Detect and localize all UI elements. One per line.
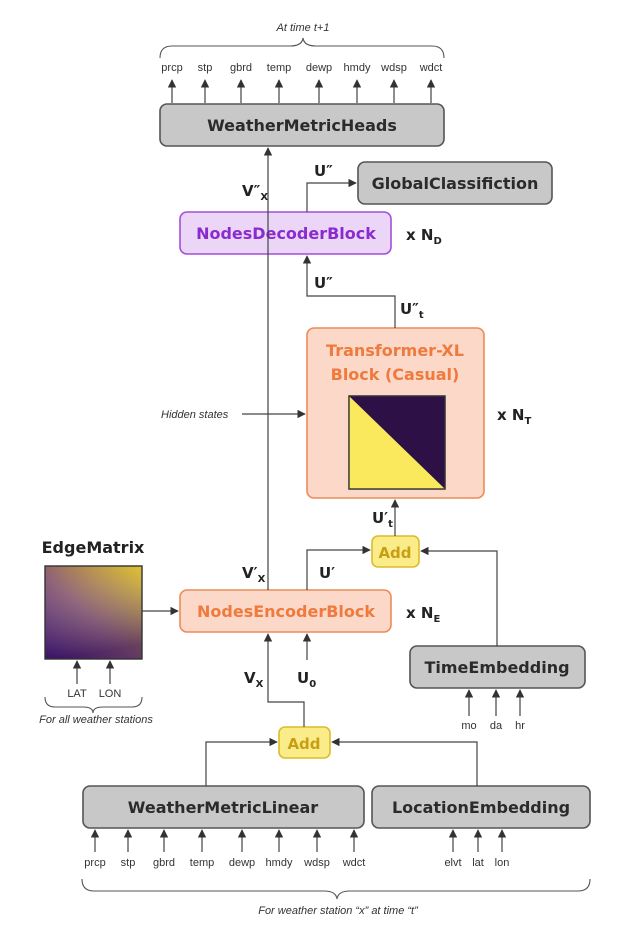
nodes-encoder-box: NodesEncoderBlock xyxy=(179,589,392,633)
edge-input-label: LON xyxy=(99,688,122,700)
edge-matrix-title: EdgeMatrix xyxy=(42,538,145,557)
global-classification-label: GlobalClassifiction xyxy=(372,174,539,193)
time-input-label: da xyxy=(490,720,503,732)
weather-metric-heads-box: WeatherMetricHeads xyxy=(159,103,445,147)
output-metric-label: stp xyxy=(198,62,213,74)
input-metrics: prcp stp gbrd temp dewp hmdy wdsp wdct xyxy=(84,857,365,869)
input-metric-label: hmdy xyxy=(266,857,293,869)
weather-metric-linear-label: WeatherMetricLinear xyxy=(128,798,319,817)
output-metric-label: temp xyxy=(267,62,291,74)
location-input-label: elvt xyxy=(444,857,461,869)
time-embedding-label: TimeEmbedding xyxy=(424,658,569,677)
add-bottom-label: Add xyxy=(287,735,320,753)
symbol-u-double-prime-right: U″ xyxy=(314,162,333,180)
hidden-states-label: Hidden states xyxy=(161,409,229,421)
output-metric-label: dewp xyxy=(306,62,332,74)
transformer-repeat: x NT xyxy=(497,406,531,427)
nodes-encoder-label: NodesEncoderBlock xyxy=(197,602,375,621)
add-top-box: Add xyxy=(371,535,420,568)
location-embedding-box: LocationEmbedding xyxy=(371,785,591,829)
symbol-vx: VX xyxy=(244,669,264,690)
output-metric-label: wdct xyxy=(419,62,443,74)
input-metric-label: gbrd xyxy=(153,857,175,869)
causal-mask-icon xyxy=(348,395,446,490)
location-input-label: lon xyxy=(495,857,510,869)
output-metrics: prcp stp gbrd temp dewp hmdy wdsp wdct xyxy=(161,62,442,74)
output-metric-label: prcp xyxy=(161,62,182,74)
time-embedding-box: TimeEmbedding xyxy=(409,645,586,689)
input-metric-label: stp xyxy=(121,857,136,869)
global-classification-box: GlobalClassifiction xyxy=(357,161,553,205)
edge-brace xyxy=(44,696,143,714)
top-note: At time t+1 xyxy=(276,22,330,34)
transformer-xl-box: Transformer-XL Block (Casual) xyxy=(306,327,485,499)
encoder-repeat: x NE xyxy=(406,604,440,625)
edge-matrix-heatmap xyxy=(44,565,143,660)
transformer-xl-label-2: Block (Casual) xyxy=(331,365,460,384)
symbol-u-double-prime-mid: U″ xyxy=(314,274,333,292)
symbol-ut-prime: U′t xyxy=(372,509,393,530)
bottom-note: For weather station “x” at time “t” xyxy=(258,905,419,917)
symbol-vx-double-prime: V″X xyxy=(242,182,268,203)
weather-metric-linear-box: WeatherMetricLinear xyxy=(82,785,365,829)
output-metric-label: gbrd xyxy=(230,62,252,74)
output-arrows xyxy=(167,79,436,103)
input-metric-label: prcp xyxy=(84,857,105,869)
output-metric-label: hmdy xyxy=(344,62,371,74)
input-metric-label: wdct xyxy=(342,857,366,869)
symbol-ut-double-prime: U″t xyxy=(400,300,424,321)
edge-input-label: LAT xyxy=(67,688,87,700)
output-metric-label: wdsp xyxy=(380,62,407,74)
input-metric-label: dewp xyxy=(229,857,255,869)
add-top-label: Add xyxy=(378,544,411,562)
location-input-label: lat xyxy=(472,857,484,869)
bottom-brace xyxy=(81,878,591,900)
edge-note: For all weather stations xyxy=(39,714,153,726)
symbol-vx-prime: V′X xyxy=(242,564,266,585)
nodes-decoder-label: NodesDecoderBlock xyxy=(196,224,376,243)
connectors xyxy=(72,147,525,852)
decoder-repeat: x ND xyxy=(406,226,442,247)
input-metric-label: wdsp xyxy=(303,857,330,869)
add-bottom-box: Add xyxy=(278,726,331,759)
weather-metric-heads-label: WeatherMetricHeads xyxy=(207,116,397,135)
top-brace xyxy=(159,37,445,59)
time-input-label: mo xyxy=(461,720,476,732)
nodes-decoder-box: NodesDecoderBlock xyxy=(179,211,392,255)
input-metric-label: temp xyxy=(190,857,214,869)
time-input-label: hr xyxy=(515,720,525,732)
transformer-xl-label-1: Transformer-XL xyxy=(326,341,464,360)
location-inputs: elvt lat lon xyxy=(444,857,509,869)
symbol-u0: U0 xyxy=(297,669,316,690)
location-embedding-label: LocationEmbedding xyxy=(392,798,570,817)
symbol-u-prime: U′ xyxy=(319,564,335,582)
